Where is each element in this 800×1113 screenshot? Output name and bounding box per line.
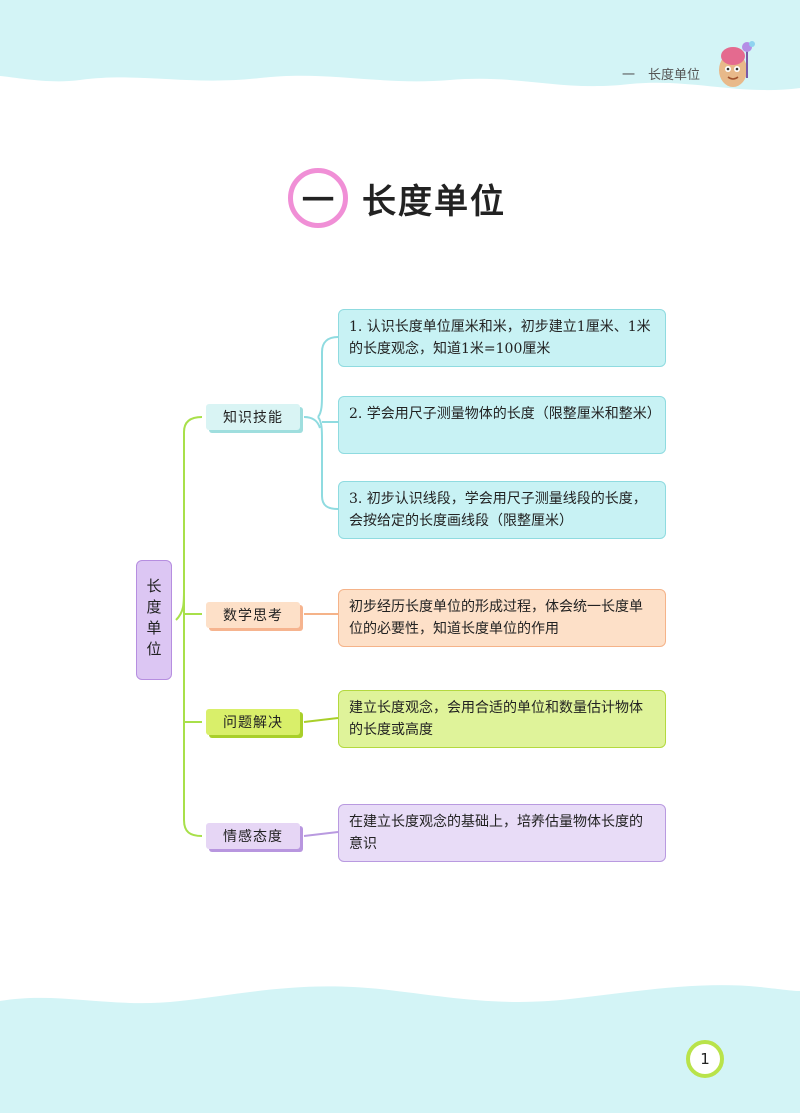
mascot-illustration [719,41,755,87]
page-number: 1 [686,1040,724,1078]
category-math-thinking: 数学思考 [206,602,300,628]
objective-item: 1. 认识长度单位厘米和米，初步建立1厘米、1米的长度观念，知道1米=100厘米 [338,309,666,367]
objective-item: 3. 初步认识线段，学会用尺子测量线段的长度，会按给定的长度画线段（限整厘米） [338,481,666,539]
category-attitude: 情感态度 [206,823,300,849]
category-problem-solving: 问题解决 [206,709,300,735]
category-knowledge-skills: 知识技能 [206,404,300,430]
objective-item: 初步经历长度单位的形成过程，体会统一长度单位的必要性，知道长度单位的作用 [338,589,666,647]
chapter-title-text: 长度单位 [362,181,506,222]
bottom-wave-decoration [0,985,800,1113]
objective-item: 建立长度观念，会用合适的单位和数量估计物体的长度或高度 [338,690,666,748]
running-head: 一 长度单位 [622,68,701,83]
objective-item: 在建立长度观念的基础上，培养估量物体长度的意识 [338,804,666,862]
top-wave-decoration [0,0,800,91]
chapter-title: 一 长度单位 [288,168,506,228]
objective-item: 2. 学会用尺子测量物体的长度（限整厘米和整米） [338,396,666,454]
mindmap-root: 长度单位 [136,560,172,680]
chapter-number-badge: 一 [288,168,348,228]
